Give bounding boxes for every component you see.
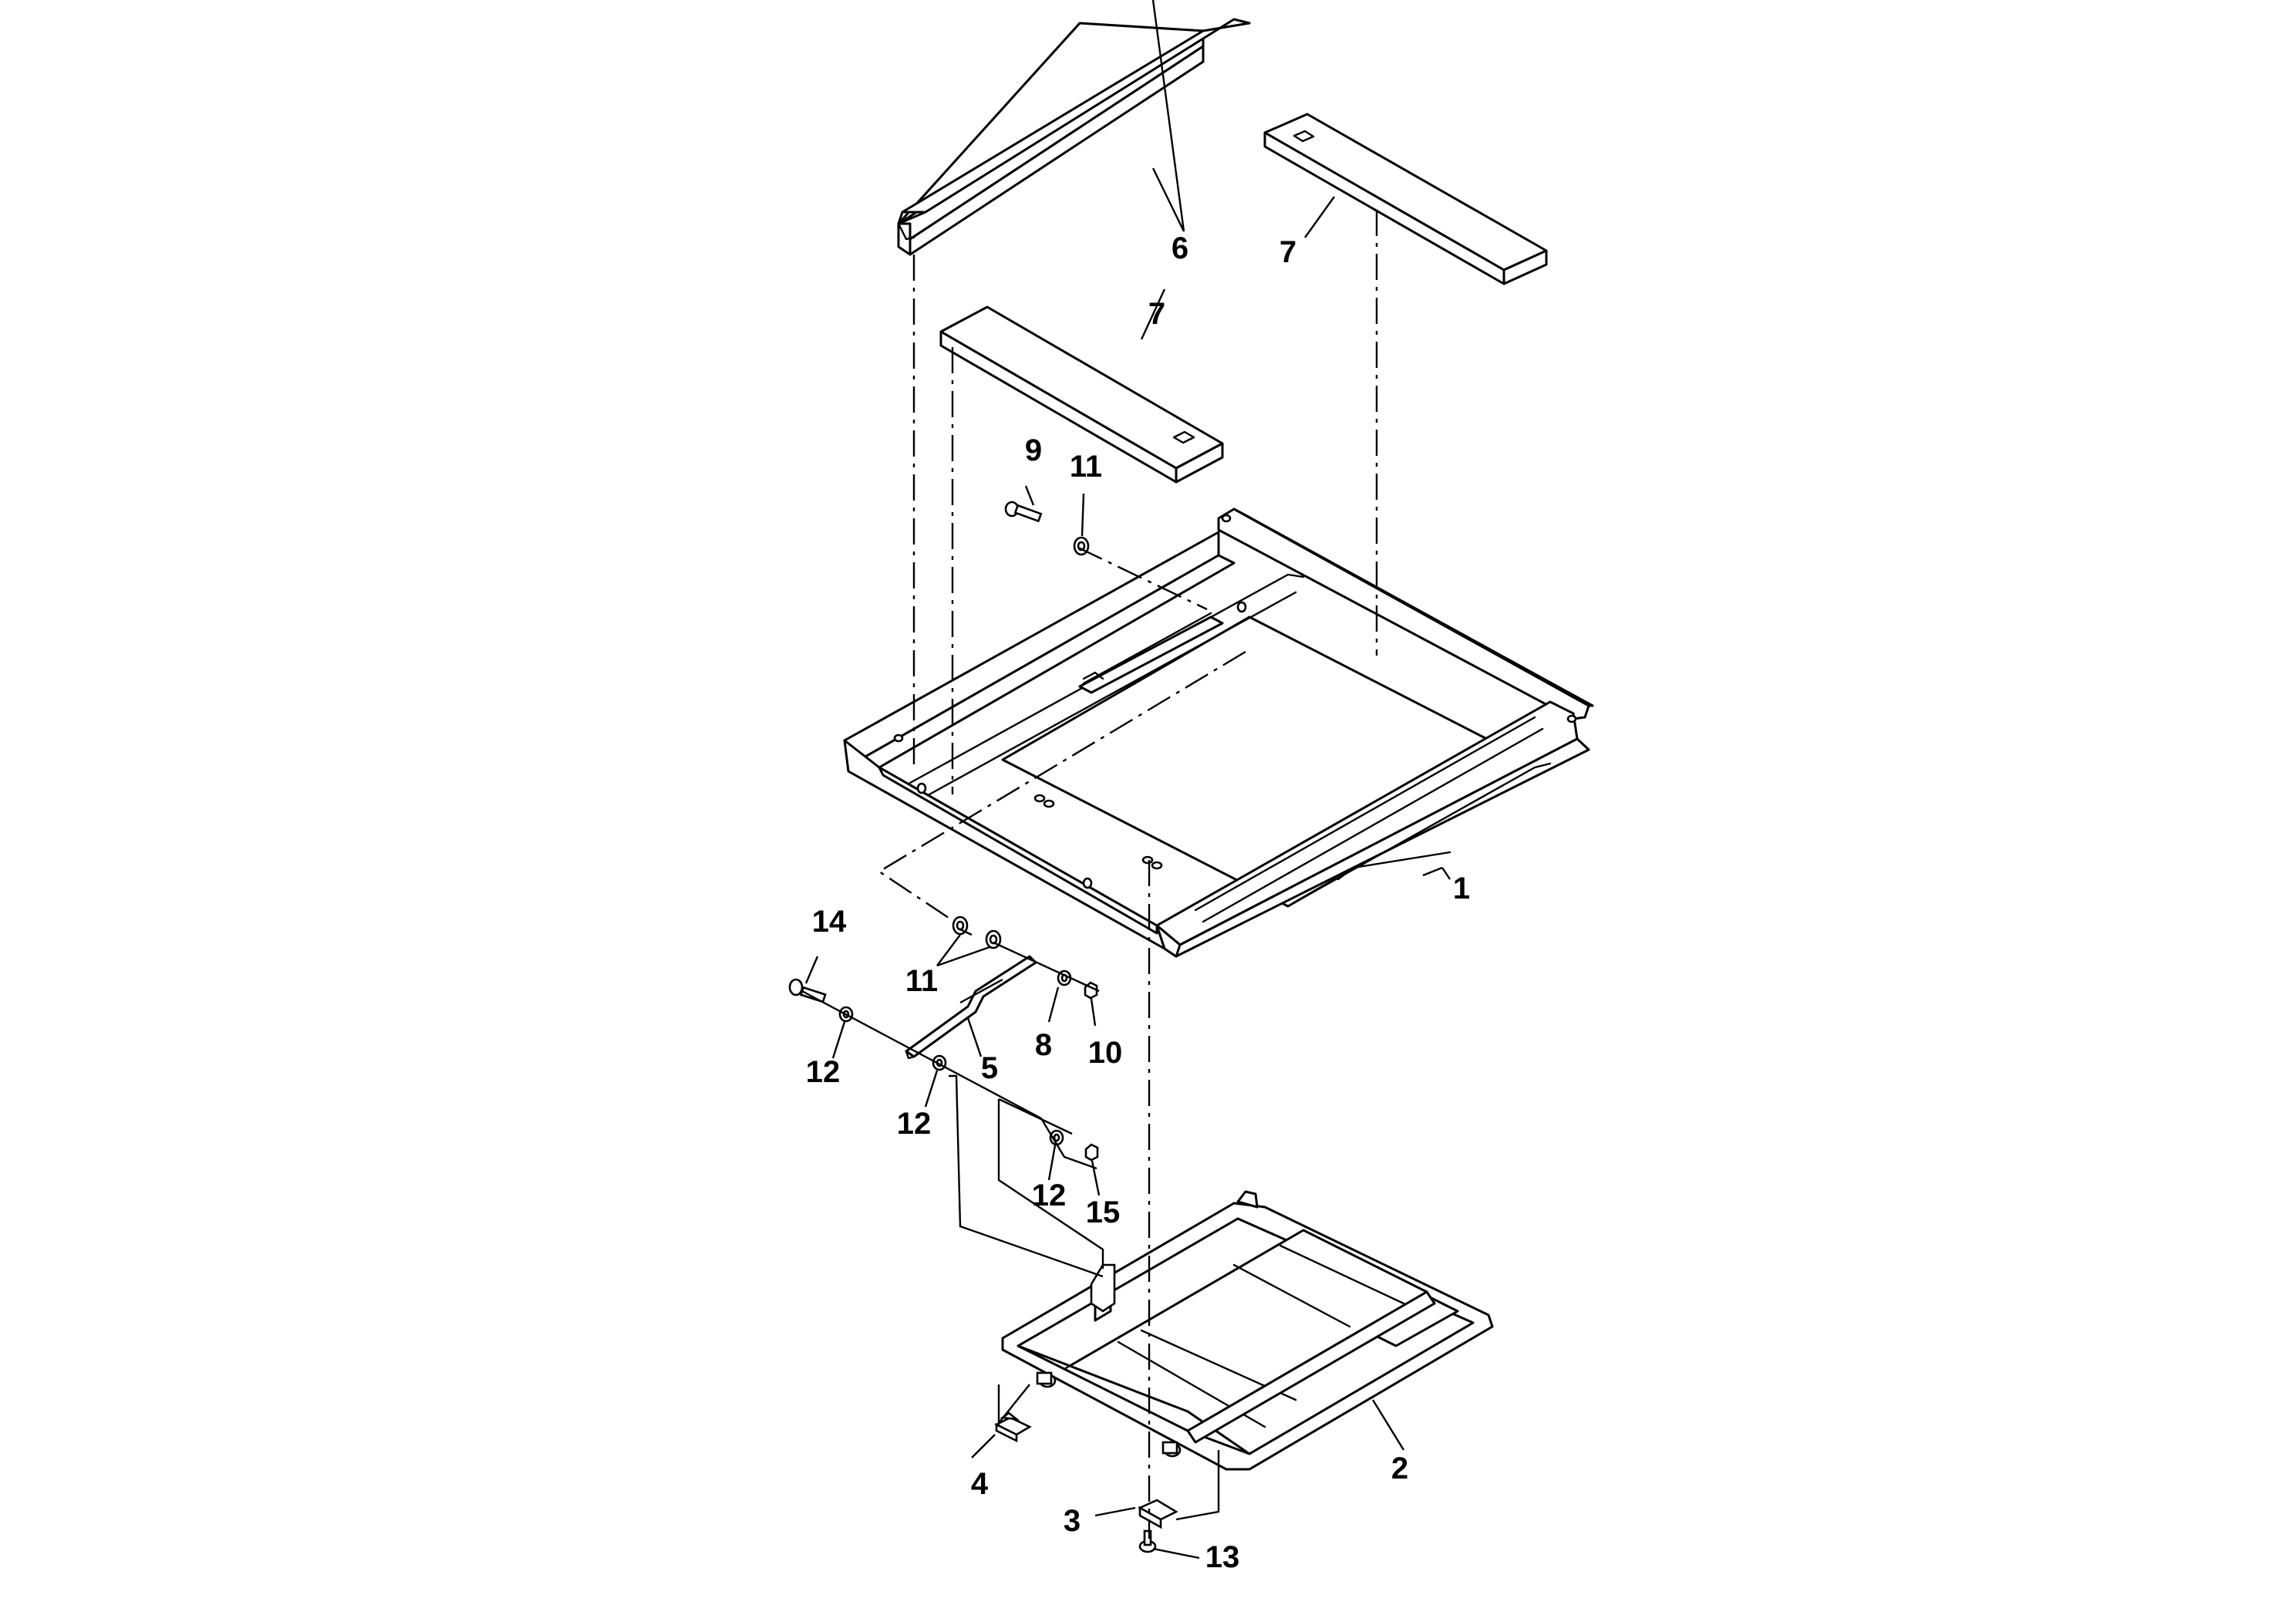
- screw-13: [1138, 1529, 1157, 1553]
- callout-11a: 11: [1070, 450, 1102, 484]
- clip-4: [994, 1411, 1032, 1443]
- callout-3: 3: [1064, 1504, 1081, 1538]
- bolt-14: [788, 978, 827, 1003]
- part-7-board-right: [1263, 113, 1548, 285]
- nut-15: [1084, 1143, 1099, 1162]
- callout-12a: 12: [806, 1055, 841, 1089]
- callout-7a: 7: [1279, 235, 1296, 269]
- bolt-9: [1004, 501, 1043, 523]
- callout-12c: 12: [1032, 1179, 1067, 1212]
- callout-5: 5: [981, 1051, 998, 1085]
- callout-11b: 11: [905, 964, 938, 998]
- callout-12b: 12: [897, 1107, 932, 1141]
- clip-3: [1138, 1499, 1178, 1529]
- callout-9: 9: [1025, 433, 1042, 467]
- hardware: [788, 501, 1178, 1553]
- part-7-board-middle: [939, 305, 1224, 484]
- callout-1: 1: [1453, 872, 1470, 905]
- assembly-lines: [801, 210, 1378, 1539]
- callout-4: 4: [971, 1467, 989, 1501]
- part-2-slide-plate: [1001, 1190, 1494, 1471]
- part-6-board: [897, 18, 1251, 256]
- callout-10: 10: [1088, 1036, 1123, 1070]
- callout-7b: 7: [1148, 297, 1165, 331]
- callout-6: 6: [1172, 231, 1188, 265]
- part-1-seat-base: [843, 508, 1594, 958]
- lever-receiver-bracket: [1090, 1263, 1116, 1313]
- callout-8: 8: [1035, 1028, 1052, 1062]
- callouts: 1 2 3 4 5 6 7 7 8 9 10 11 11 12 12 12 13…: [804, 0, 1470, 1574]
- callout-14: 14: [812, 905, 847, 939]
- callout-15: 15: [1086, 1195, 1121, 1229]
- callout-13: 13: [1205, 1540, 1240, 1574]
- callout-2: 2: [1391, 1452, 1408, 1485]
